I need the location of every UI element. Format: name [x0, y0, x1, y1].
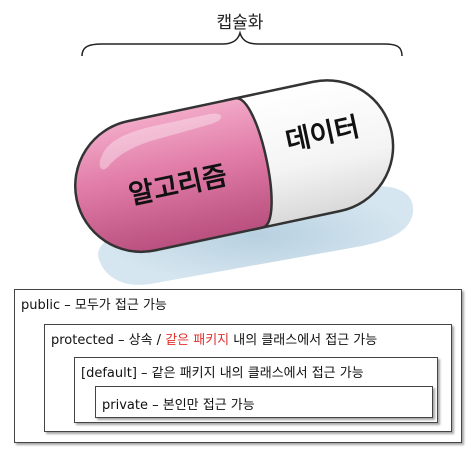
access-box-protected: protected – 상속 / 같은 패키지 내의 클래스에서 접근 가능 […: [44, 324, 452, 432]
dash: –: [113, 333, 129, 348]
curly-brace: [81, 30, 403, 57]
encapsulation-capsule-illustration: 캡슐화 알고리즘 데이터: [74, 13, 414, 285]
desc-public: 모두가 접근 가능: [74, 298, 167, 313]
access-box-private: private – 본인만 접근 가능: [95, 386, 433, 418]
capsule-left-half: [74, 97, 273, 254]
desc-default: 같은 패키지 내의 클래스에서 접근 가능: [151, 366, 364, 381]
keyword-public: public: [21, 298, 61, 313]
desc-protected-after: 내의 클래스에서 접근 가능: [229, 333, 378, 348]
dash: –: [147, 398, 163, 413]
access-label-protected: protected – 상속 / 같은 패키지 내의 클래스에서 접근 가능: [51, 329, 377, 348]
capsule-highlight: [99, 113, 222, 170]
keyword-protected: protected: [51, 333, 114, 348]
desc-protected-before: 상속 /: [128, 333, 166, 348]
access-box-public: public – 모두가 접근 가능 protected – 상속 / 같은 패…: [14, 289, 462, 443]
brace-label: 캡슐화: [217, 13, 264, 33]
keyword-private: private: [102, 398, 148, 413]
access-label-private: private – 본인만 접근 가능: [102, 394, 255, 413]
access-box-default: [default] – 같은 패키지 내의 클래스에서 접근 가능 privat…: [74, 357, 438, 423]
access-label-default: [default] – 같은 패키지 내의 클래스에서 접근 가능: [81, 362, 364, 381]
keyword-default: [default]: [81, 366, 137, 381]
desc-protected-highlight: 같은 패키지: [165, 333, 230, 348]
dash: –: [136, 366, 152, 381]
dash: –: [60, 298, 75, 313]
access-label-public: public – 모두가 접근 가능: [21, 294, 167, 313]
desc-private: 본인만 접근 가능: [162, 398, 255, 413]
